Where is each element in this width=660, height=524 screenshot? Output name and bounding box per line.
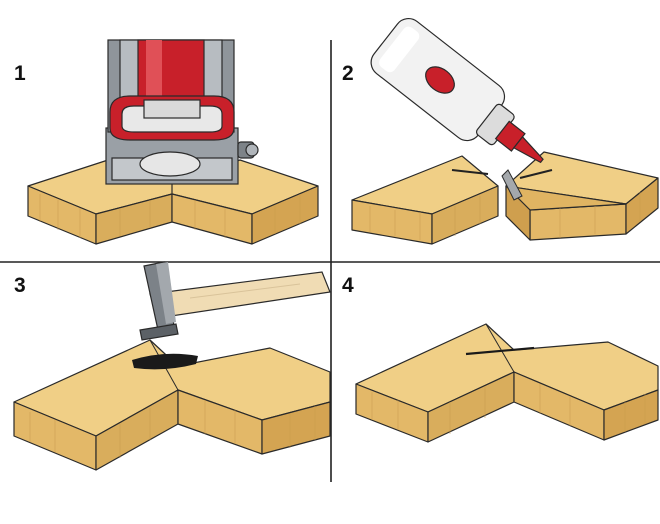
panel-1: 1 <box>14 39 319 245</box>
step-number-1: 1 <box>14 62 26 85</box>
wood-grain-3 <box>29 400 316 458</box>
mitre-joint-boards-1 <box>27 159 319 245</box>
panel-3: 3 <box>13 261 331 471</box>
hammer-icon <box>139 261 331 341</box>
panel-2: 2 <box>342 17 659 245</box>
finished-joint-boards-4 <box>355 323 659 443</box>
wood-grain-1 <box>39 194 301 238</box>
mitre-joint-boards-2 <box>351 151 659 245</box>
step-number-2: 2 <box>342 62 354 85</box>
connector-strip-3 <box>132 353 198 370</box>
wood-grain-4 <box>371 384 646 434</box>
joint-seam-4 <box>485 323 515 373</box>
glue-bottle-icon <box>370 17 544 164</box>
slot-lines-2 <box>451 169 553 179</box>
wood-grain-2 <box>369 192 641 240</box>
step-number-3: 3 <box>14 274 26 297</box>
step-number-4: 4 <box>342 274 354 297</box>
panel-4: 4 <box>342 274 659 443</box>
slot-lines-4 <box>465 346 535 356</box>
biscuit-joiner-icon <box>105 39 259 185</box>
connector-piece-2 <box>501 169 523 201</box>
